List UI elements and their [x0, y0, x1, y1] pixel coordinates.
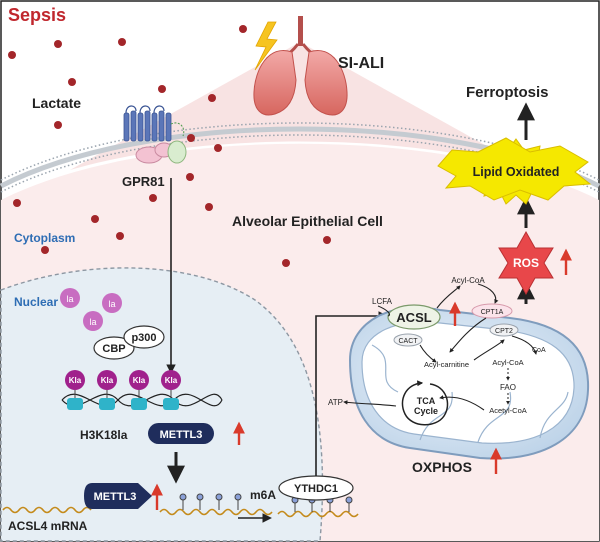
arrow-acsl-to-acylcoa — [436, 285, 461, 309]
nucleus — [0, 267, 324, 542]
acyl-carnitine-label: Acyl-carnitine — [424, 360, 469, 369]
cbp-shape — [93, 336, 135, 360]
arrow-acetylcoa-to-tca — [439, 395, 485, 411]
acsl4-mrna-strand-mid — [159, 508, 273, 516]
lightning-icon — [254, 21, 278, 71]
lcfa-label: LCFA — [372, 297, 393, 306]
cbp-label: CBP — [102, 343, 125, 355]
acyl-coa-label-mid: Acyl-CoA — [492, 358, 523, 367]
acetyl-coa-label: Acetyl-CoA — [489, 406, 527, 415]
cact-label: CACT — [398, 338, 418, 345]
nucleosomes — [67, 389, 179, 410]
tca-cycle-ring — [401, 380, 449, 426]
lipid-oxidated-burst-wide — [437, 137, 592, 201]
nuclear-label: Nuclear — [14, 295, 58, 309]
cycle-label: Cycle — [414, 406, 438, 416]
arrow-cact — [419, 344, 437, 363]
coa-label: CoA — [532, 347, 546, 354]
tca-label: TCA — [417, 396, 436, 406]
p300-label: p300 — [131, 332, 156, 344]
ythdc1-label: YTHDC1 — [294, 483, 338, 495]
la-label-1: la — [66, 294, 73, 304]
arrow-tca-to-atp — [343, 400, 397, 407]
acsl4-mrna-label: ACSL4 mRNA — [8, 519, 88, 533]
cytoplasm-label: Cytoplasm — [14, 231, 75, 245]
la-balls — [60, 288, 122, 331]
mettl3-label-upper: METTL3 — [160, 429, 203, 441]
mitochondrion — [348, 306, 590, 460]
arrow-cpt1a-to-carnitine — [449, 317, 487, 353]
la-label-3: la — [89, 317, 96, 327]
arrow-carnitine-to-cpt2 — [473, 339, 505, 361]
acsl4-mrna-strand-left — [2, 506, 92, 514]
kla-label-1: Kla — [69, 376, 82, 385]
arrow-acylcoa-to-cpt1a — [477, 283, 499, 304]
atp-label: ATP — [328, 398, 343, 407]
ferroptosis-label: Ferroptosis — [466, 84, 549, 101]
lipid-oxidated-label: Lipid Oxidated — [473, 165, 560, 179]
arrow-ythdc1-to-acsl — [315, 311, 388, 476]
cpt1a-shape — [471, 303, 513, 319]
gpr81-label: GPR81 — [122, 174, 165, 189]
kla-balls — [65, 370, 181, 390]
la-label-2: la — [108, 299, 115, 309]
mettl3-pill-lower — [84, 483, 152, 509]
ros-label: ROS — [513, 256, 539, 270]
m6a-label: m6A — [250, 488, 276, 502]
lungs-icon — [253, 16, 348, 116]
cact-shape — [393, 333, 423, 347]
p300-shape — [123, 325, 165, 349]
cpt2-label: CPT2 — [495, 328, 513, 335]
cpt1a-label: CPT1A — [481, 309, 504, 316]
acsl-label: ACSL — [396, 310, 431, 325]
kla-label-4: Kla — [165, 376, 178, 385]
acsl4-mrna-strand-right — [277, 510, 359, 518]
kla-label-3: Kla — [133, 376, 146, 385]
acsl-shape — [387, 304, 441, 330]
sepsis-label: Sepsis — [8, 5, 66, 25]
kla-label-2: Kla — [101, 376, 114, 385]
cpt2-shape — [489, 323, 519, 337]
mettl3-pill-upper — [148, 423, 214, 444]
acyl-coa-label-top: Acyl-CoA — [451, 276, 485, 285]
alveolar-cell-label: Alveolar Epithelial Cell — [232, 213, 383, 229]
fao-label: FAO — [500, 383, 516, 392]
mettl3-label-lower: METTL3 — [94, 491, 137, 503]
oxphos-label: OXPHOS — [412, 459, 472, 475]
arrow-cpt2-to-coa — [511, 335, 538, 355]
h3k18la-label: H3K18la — [80, 428, 128, 442]
m6a-marks — [179, 493, 242, 510]
si-ali-label: SI-ALI — [338, 55, 384, 72]
ros-star-icon — [498, 230, 554, 296]
lactate-dots — [8, 25, 331, 267]
gpr81-receptor-icon — [123, 105, 187, 164]
lactate-label: Lactate — [32, 95, 81, 111]
